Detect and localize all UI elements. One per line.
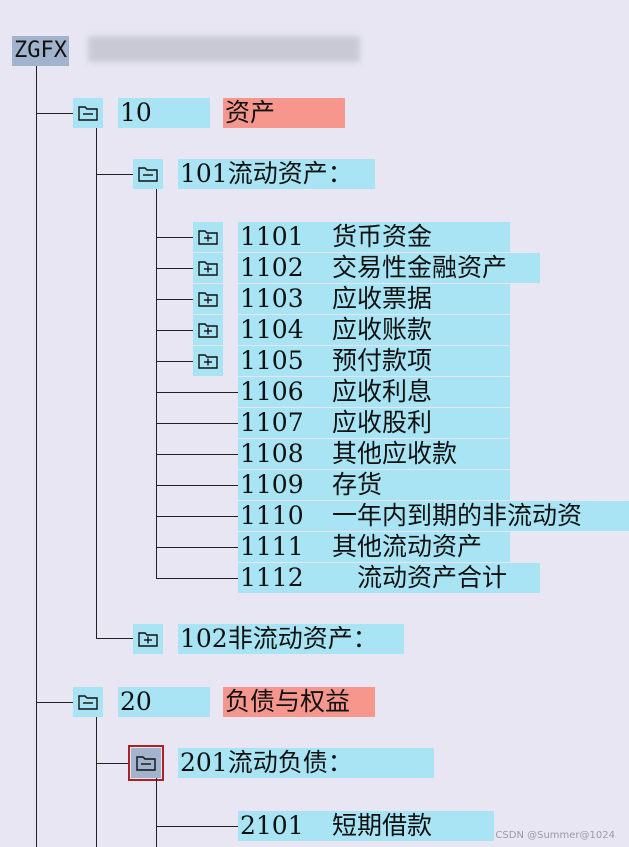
account-name: 应收利息 [332, 377, 433, 406]
folder-open-icon[interactable] [133, 159, 163, 189]
account-label[interactable]: 1107 应收股利 [238, 408, 510, 438]
account-label[interactable]: 1112 流动资产合计 [238, 563, 540, 593]
account-label[interactable]: 1108 其他应收款 [238, 439, 510, 469]
account-name: 预付款项 [332, 346, 433, 375]
account-code: 1106 [240, 377, 304, 406]
tree-line [156, 392, 238, 393]
account-label[interactable]: 1103 应收票据 [238, 284, 510, 314]
folder-closed-icon[interactable] [193, 284, 223, 314]
subgroup-label[interactable]: 101流动资产： [178, 159, 375, 189]
account-name: 其他流动资产 [332, 532, 483, 561]
account-label[interactable]: 1109 存货 [238, 470, 510, 500]
subgroup-label[interactable]: 201流动负债： [178, 748, 434, 778]
account-code: 1104 [240, 315, 304, 344]
tree-line [36, 66, 37, 847]
folder-open-icon[interactable] [73, 98, 103, 128]
account-label[interactable]: 1106 应收利息 [238, 377, 510, 407]
account-name: 存货 [332, 470, 383, 499]
tree-line [156, 189, 157, 578]
account-code: 1111 [240, 532, 304, 561]
subgroup-label[interactable]: 102非流动资产： [178, 624, 404, 654]
group-code[interactable]: 10 [118, 98, 210, 128]
account-name: 应收账款 [332, 315, 433, 344]
account-name: 货币资金 [332, 222, 433, 251]
folder-closed-icon[interactable] [193, 315, 223, 345]
account-name: 其他应收款 [332, 439, 458, 468]
account-code: 1109 [240, 470, 304, 499]
account-label[interactable]: 2101 短期借款 [238, 811, 494, 841]
account-label[interactable]: 1105 预付款项 [238, 346, 510, 376]
tree-line [156, 454, 238, 455]
account-code: 1108 [240, 439, 304, 468]
group-name[interactable]: 负债与权益 [223, 687, 375, 717]
account-label[interactable]: 1110 一年内到期的非流动资 [238, 501, 629, 531]
account-name: 一年内到期的非流动资 [332, 501, 583, 530]
tree-line [156, 361, 194, 362]
account-code: 1112 [240, 563, 304, 592]
tree-line [156, 516, 238, 517]
tree-line [96, 638, 134, 639]
tree-line [156, 268, 194, 269]
account-name: 应收票据 [332, 284, 433, 313]
tree-line [96, 763, 130, 764]
redacted-title [88, 36, 360, 62]
account-name: 短期借款 [332, 811, 433, 840]
account-label[interactable]: 1104 应收账款 [238, 315, 510, 345]
group-code[interactable]: 20 [118, 687, 210, 717]
account-name: 交易性金融资产 [332, 253, 508, 282]
tree-line [156, 826, 238, 827]
folder-closed-icon[interactable] [193, 346, 223, 376]
folder-open-icon[interactable] [73, 687, 103, 717]
account-code: 1103 [240, 284, 304, 313]
folder-closed-icon[interactable] [193, 253, 223, 283]
root-node-label[interactable]: ZGFX [12, 36, 69, 66]
account-name: 流动资产合计 [332, 563, 508, 592]
tree-line [156, 578, 238, 579]
tree-line [156, 237, 194, 238]
folder-closed-icon[interactable] [133, 624, 163, 654]
account-code: 1110 [240, 501, 304, 530]
account-code: 1101 [240, 222, 304, 251]
account-code: 2101 [240, 811, 304, 840]
tree-line [156, 485, 238, 486]
group-name[interactable]: 资产 [223, 98, 345, 128]
tree-line [156, 330, 194, 331]
tree-line [156, 299, 194, 300]
account-code: 1105 [240, 346, 304, 375]
account-label[interactable]: 1111 其他流动资产 [238, 532, 510, 562]
folder-closed-icon[interactable] [193, 222, 223, 252]
tree-line [156, 547, 238, 548]
tree-line [96, 128, 97, 638]
account-code: 1107 [240, 408, 304, 437]
tree-line [96, 717, 97, 847]
tree-line [156, 423, 238, 424]
tree-line [156, 778, 157, 847]
folder-open-icon[interactable] [128, 745, 164, 781]
watermark: CSDN @Summer@1024 [495, 830, 615, 841]
account-label[interactable]: 1101 货币资金 [238, 222, 510, 252]
tree-line [36, 113, 74, 114]
account-label[interactable]: 1102 交易性金融资产 [238, 253, 540, 283]
tree-line [36, 702, 74, 703]
account-code: 1102 [240, 253, 304, 282]
account-name: 应收股利 [332, 408, 433, 437]
tree-line [96, 174, 134, 175]
